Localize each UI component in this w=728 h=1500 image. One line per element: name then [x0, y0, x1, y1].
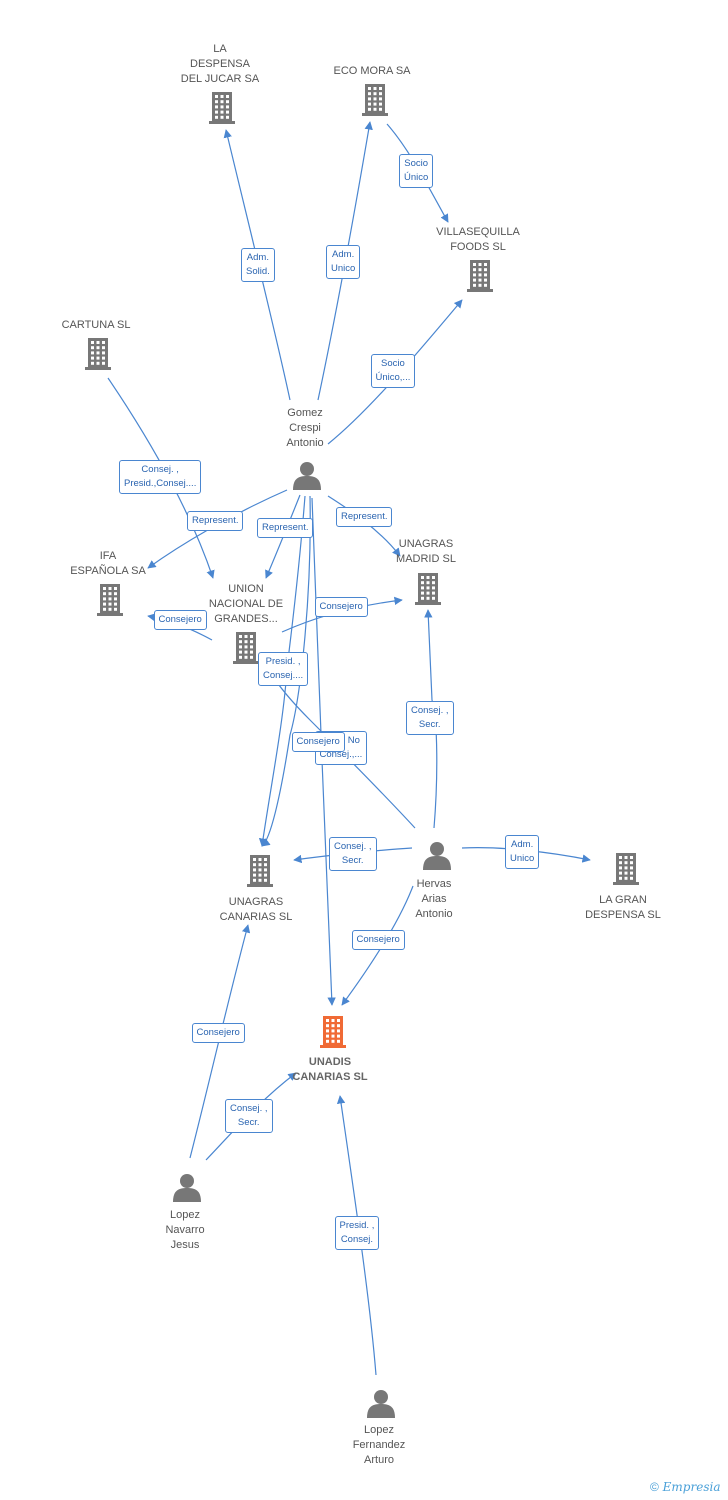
- company-name[interactable]: CARTUNA SL: [61, 319, 131, 331]
- company-name[interactable]: UNAGRAS CANARIAS SL: [219, 896, 293, 923]
- company-name[interactable]: VILLASEQUILLA FOODS SL: [436, 226, 520, 253]
- edge-label[interactable]: Consejero: [291, 732, 345, 752]
- person-name[interactable]: Lopez Fernandez Arturo: [352, 1424, 406, 1466]
- company-name[interactable]: LA GRAN DESPENSA SL: [585, 894, 661, 921]
- building-icon[interactable]: [467, 260, 493, 292]
- brand-name: Empresia: [662, 1480, 721, 1494]
- company-name[interactable]: LA DESPENSA DEL JUCAR SA: [180, 43, 260, 85]
- edge-label[interactable]: Represent.: [187, 511, 244, 531]
- building-icon[interactable]: [233, 632, 259, 664]
- edge-label[interactable]: Socio Único,...: [370, 354, 416, 388]
- person-icon[interactable]: [367, 1390, 395, 1418]
- edge-label[interactable]: Represent.: [257, 518, 314, 538]
- main-company-building-icon[interactable]: [320, 1016, 346, 1048]
- building-icon[interactable]: [613, 853, 639, 885]
- company-name[interactable]: IFA ESPAÑOLA SA: [70, 550, 146, 577]
- relation-edge: [424, 609, 438, 829]
- building-icon[interactable]: [97, 584, 123, 616]
- person-icon[interactable]: [173, 1174, 201, 1202]
- person-name[interactable]: Lopez Navarro Jesus: [165, 1209, 205, 1251]
- edge-label[interactable]: Adm. Unico: [505, 835, 540, 869]
- edge-label[interactable]: Consejero: [153, 610, 207, 630]
- edge-label[interactable]: Adm. Unico: [326, 245, 361, 279]
- edge-label[interactable]: Presid. , Consej....: [258, 652, 309, 686]
- edge-label[interactable]: Presid. , Consej.: [334, 1216, 380, 1250]
- building-icon[interactable]: [247, 855, 273, 887]
- company-name[interactable]: UNION NACIONAL DE GRANDES...: [208, 583, 284, 625]
- company-name[interactable]: ECO MORA SA: [333, 65, 411, 77]
- person-icon[interactable]: [293, 462, 321, 490]
- person-icon[interactable]: [423, 842, 451, 870]
- relation-edge: [261, 495, 311, 847]
- company-name[interactable]: UNADIS CANARIAS SL: [292, 1056, 368, 1083]
- person-name[interactable]: Gomez Crespi Antonio: [286, 407, 324, 449]
- edge-label[interactable]: Consej. , Secr.: [329, 837, 377, 871]
- copyright-icon: ©: [650, 1480, 659, 1494]
- edge-label[interactable]: Consejero: [314, 597, 368, 617]
- building-icon[interactable]: [209, 92, 235, 124]
- edge-label[interactable]: Represent.: [336, 507, 393, 527]
- edge-label[interactable]: Socio Único: [399, 154, 434, 188]
- footer-brand[interactable]: © Empresia: [650, 1480, 720, 1494]
- edge-label[interactable]: Adm. Solid.: [241, 248, 275, 282]
- edge-label[interactable]: Consej. , Secr.: [406, 701, 454, 735]
- company-name[interactable]: UNAGRAS MADRID SL: [396, 538, 456, 565]
- edge-label[interactable]: Consej. , Presid.,Consej....: [119, 460, 202, 494]
- edge-label[interactable]: Consejero: [351, 930, 405, 950]
- person-name[interactable]: Hervas Arias Antonio: [415, 878, 453, 920]
- edge-label[interactable]: Consejero: [191, 1023, 245, 1043]
- building-icon[interactable]: [85, 338, 111, 370]
- building-icon[interactable]: [362, 84, 388, 116]
- edge-label[interactable]: Consej. , Secr.: [225, 1099, 273, 1133]
- building-icon[interactable]: [415, 573, 441, 605]
